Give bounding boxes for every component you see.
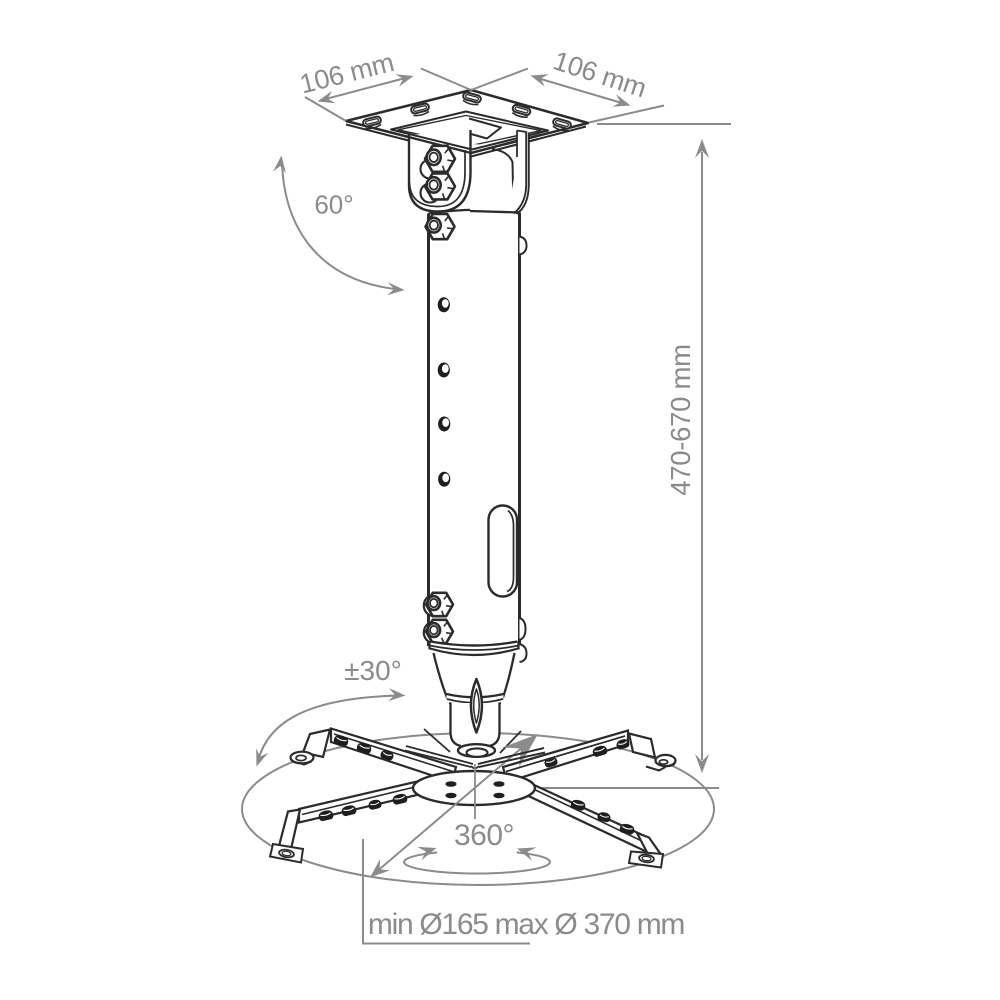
svg-text:360°: 360° bbox=[454, 819, 514, 852]
svg-text:470-670 mm: 470-670 mm bbox=[665, 344, 696, 495]
svg-text:60°: 60° bbox=[314, 190, 353, 220]
svg-text:106 mm: 106 mm bbox=[297, 47, 397, 99]
svg-text:106 mm: 106 mm bbox=[550, 45, 650, 103]
svg-text:±30°: ±30° bbox=[344, 655, 402, 686]
svg-text:min Ø165 max Ø 370 mm: min Ø165 max Ø 370 mm bbox=[368, 908, 684, 941]
